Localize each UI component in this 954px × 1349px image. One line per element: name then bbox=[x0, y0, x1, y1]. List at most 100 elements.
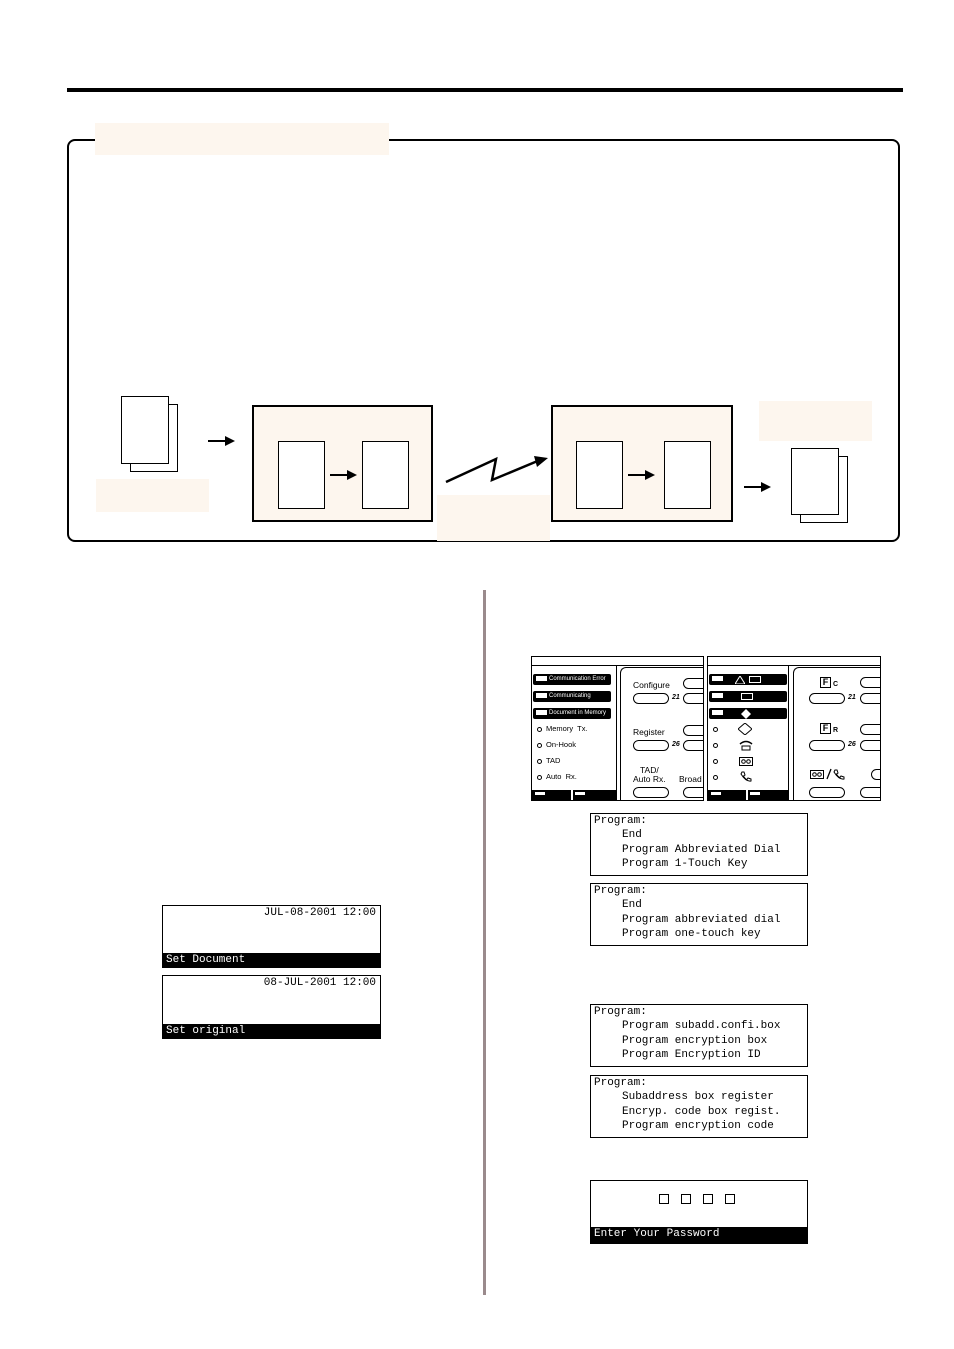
menu-item-abbreviated-dial: Program abbreviated dial bbox=[622, 914, 781, 926]
display-title: Program: bbox=[594, 885, 647, 897]
menu-item-one-touch-key: Program 1-Touch Key bbox=[622, 858, 748, 870]
output-label-band bbox=[759, 401, 872, 441]
broadcast-key[interactable] bbox=[683, 787, 703, 798]
memory-icon bbox=[741, 709, 751, 719]
operation-panel-left: Communication Error Communicating Docume… bbox=[531, 656, 704, 801]
lamp-on-hook bbox=[537, 743, 542, 748]
lamp-memory-tx-symbol bbox=[713, 727, 718, 732]
panel-section-divider bbox=[788, 665, 789, 800]
rightmost-key-lower[interactable] bbox=[860, 787, 880, 798]
phone-comm-icon bbox=[749, 676, 761, 683]
one-touch-key-right-26[interactable] bbox=[809, 740, 845, 751]
menu-item-end: End bbox=[622, 829, 642, 841]
original-sheet-front bbox=[121, 396, 169, 464]
lamp-label-on-hook: On-Hook bbox=[546, 740, 577, 749]
sender-after-box bbox=[362, 441, 409, 509]
on-hook-icon bbox=[739, 740, 753, 751]
menu-item-one-touch-key: Program one-touch key bbox=[622, 928, 761, 940]
panel-top-line bbox=[532, 665, 703, 666]
panel-strip-light bbox=[535, 792, 545, 795]
lamp-auto-rx bbox=[537, 775, 542, 780]
menu-item-end: End bbox=[622, 899, 642, 911]
menu-item-abbreviated-dial: Program Abbreviated Dial bbox=[622, 844, 781, 856]
memory-tx-icon bbox=[738, 723, 752, 735]
fr-key-subscript: R bbox=[833, 727, 839, 734]
one-touch-key-21[interactable] bbox=[633, 693, 669, 704]
indicator-communication-error: Communication Error bbox=[533, 674, 611, 685]
configure-key[interactable] bbox=[683, 678, 703, 689]
fr-key[interactable] bbox=[860, 724, 880, 735]
display-status: Set original bbox=[163, 1024, 380, 1039]
panel-bottom-strip bbox=[532, 790, 616, 800]
menu-item-encryption-id: Program Encryption ID bbox=[622, 1049, 761, 1061]
program-display-1: Program: End Program Abbreviated Dial Pr… bbox=[590, 813, 808, 876]
menu-item-subaddress-box: Program subadd.confi.box bbox=[622, 1020, 781, 1032]
phone-comm-icon bbox=[741, 693, 753, 700]
operation-panel-right: F C 21 F R 26 bbox=[707, 656, 881, 801]
receiver-before-box bbox=[576, 441, 623, 509]
header-rule bbox=[67, 88, 903, 92]
one-touch-number-right-21: 21 bbox=[848, 694, 856, 701]
program-display-2: Program: End Program abbreviated dial Pr… bbox=[590, 883, 808, 946]
indicator-communicating: Communicating bbox=[533, 691, 611, 702]
password-prompt: Enter Your Password bbox=[591, 1227, 807, 1243]
register-key[interactable] bbox=[683, 725, 703, 736]
panel-section-divider bbox=[616, 665, 617, 800]
program-display-3: Program: Program subadd.confi.box Progra… bbox=[590, 1004, 808, 1067]
fr-key-icon: F bbox=[820, 723, 831, 734]
tad-auto-rx-key[interactable] bbox=[633, 787, 669, 798]
one-touch-key-right-26b[interactable] bbox=[860, 740, 880, 751]
tad-key-label-line2: Auto Rx. bbox=[633, 774, 666, 784]
panel-section-curve bbox=[620, 667, 703, 800]
one-touch-key-26b[interactable] bbox=[683, 740, 703, 751]
column-divider bbox=[483, 590, 486, 1295]
output-sheet-front bbox=[791, 448, 839, 515]
standby-display-1: JUL-08-2001 12:00 Set Document bbox=[162, 905, 381, 968]
panel-bottom-strip bbox=[708, 790, 788, 800]
display-datetime: JUL-08-2001 12:00 bbox=[263, 907, 376, 919]
menu-item-encryption-code: Program encryption code bbox=[622, 1120, 774, 1132]
one-touch-key-right-21b[interactable] bbox=[860, 693, 880, 704]
original-label-band bbox=[96, 479, 209, 512]
panel-section-curve bbox=[793, 667, 880, 800]
display-status: Set Document bbox=[163, 953, 380, 968]
configure-key-label: Configure bbox=[633, 680, 670, 690]
sender-before-box bbox=[278, 441, 325, 509]
lamp-tad-symbol bbox=[713, 759, 718, 764]
panel-strip-gap bbox=[746, 790, 748, 800]
lamp-label-memory-tx: Memory Tx. bbox=[546, 724, 588, 733]
lamp-tad bbox=[537, 759, 542, 764]
broadcast-key-label: Broad bbox=[679, 774, 702, 784]
indicator-error-symbol bbox=[709, 674, 787, 685]
lamp-auto-rx-symbol bbox=[713, 775, 718, 780]
transmission-label-band bbox=[437, 495, 550, 541]
display-title: Program: bbox=[594, 1077, 647, 1089]
arrow-right-icon bbox=[330, 470, 357, 480]
one-touch-number-right-26: 26 bbox=[848, 741, 856, 748]
tad-phone-icon bbox=[810, 768, 845, 780]
panel-strip-light bbox=[575, 792, 585, 795]
one-touch-key-right-21[interactable] bbox=[809, 693, 845, 704]
display-title: Program: bbox=[594, 815, 647, 827]
panel-strip-gap bbox=[571, 790, 573, 800]
arrow-right-icon bbox=[744, 482, 771, 492]
one-touch-key-21b[interactable] bbox=[683, 693, 703, 704]
one-touch-key-26[interactable] bbox=[633, 740, 669, 751]
lamp-label-tad: TAD bbox=[546, 756, 561, 765]
panel-strip-light bbox=[711, 792, 721, 795]
fc-key-icon: F bbox=[820, 677, 831, 688]
fc-key[interactable] bbox=[860, 677, 880, 688]
password-digit-box bbox=[681, 1194, 691, 1204]
program-display-4: Program: Subaddress box register Encryp.… bbox=[590, 1075, 808, 1138]
one-touch-number-21: 21 bbox=[672, 694, 680, 701]
transmission-line-icon bbox=[445, 456, 548, 484]
rightmost-key[interactable] bbox=[871, 769, 880, 780]
arrow-right-icon bbox=[628, 470, 655, 480]
menu-item-encryption-box: Program encryption box bbox=[622, 1035, 768, 1047]
lamp-memory-tx bbox=[537, 727, 542, 732]
one-touch-number-26: 26 bbox=[672, 741, 680, 748]
password-display: Enter Your Password bbox=[590, 1180, 808, 1244]
tad-key-label-line1: TAD/ bbox=[640, 765, 659, 775]
fc-key-subscript: C bbox=[833, 681, 839, 688]
tad-phone-key[interactable] bbox=[809, 787, 845, 798]
